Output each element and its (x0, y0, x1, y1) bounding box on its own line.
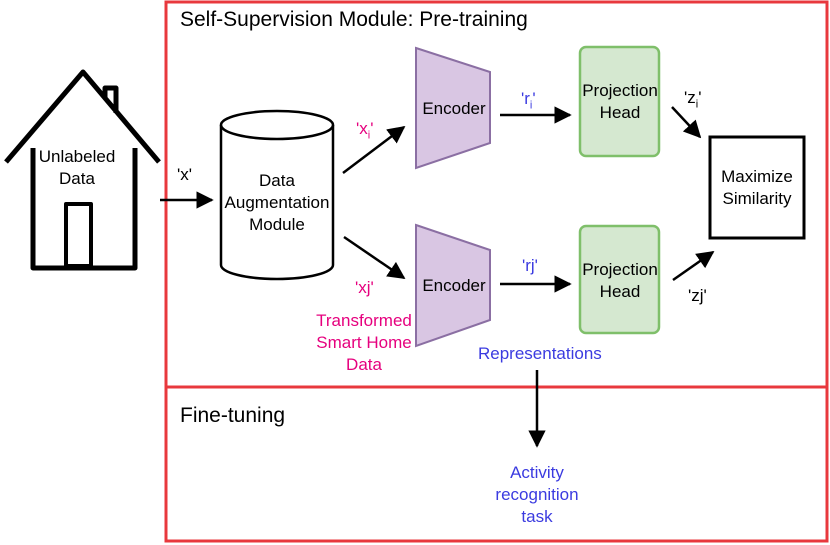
projection-head-bottom-line1: Projection (582, 260, 658, 279)
house-icon (4, 69, 161, 271)
representation-ri-end: ' (532, 89, 536, 108)
maximize-similarity-line1: Maximize (721, 167, 793, 186)
encoder-top-shape (415, 46, 491, 170)
encoder-bottom-shape (415, 223, 491, 348)
house-label-line2: Data (59, 169, 95, 188)
house-label: Unlabeled Data (39, 146, 116, 190)
view-xi-base: 'x (356, 119, 368, 138)
projection-head-bottom-box (578, 224, 661, 335)
projection-head-top-box (578, 45, 661, 158)
maximize-similarity-line2: Similarity (722, 189, 792, 208)
activity-task-line2: recognition (495, 485, 579, 504)
activity-task-line3: task (521, 507, 553, 526)
maximize-similarity-label: Maximize Similarity (721, 166, 793, 210)
transformed-line3: Data (346, 355, 382, 374)
projection-head-top-label: Projection Head (582, 80, 658, 124)
view-xi-label: 'xi' (356, 118, 373, 146)
output-zi-sub: i (695, 98, 699, 111)
maximize-similarity-box (708, 135, 806, 240)
view-xi-sub: i (367, 129, 371, 142)
transformed-line1: Transformed (316, 311, 412, 330)
representation-rj-label: 'rj' (522, 256, 538, 275)
augmentation-line3: Module (249, 215, 305, 234)
representations-caption: Representations (478, 344, 602, 363)
output-zi-end: ' (698, 88, 702, 107)
view-xj-label: 'xj' (355, 278, 374, 297)
projection-head-top-line2: Head (599, 103, 641, 122)
arrow-head-bottom-to-similarity (672, 250, 715, 282)
finetuning-frame (164, 385, 829, 543)
view-xi-end: ' (370, 119, 374, 138)
augmentation-line2: Augmentation (224, 193, 330, 212)
encoder-top-label: Encoder (422, 99, 486, 118)
arrow-head-top-to-similarity (671, 106, 702, 139)
activity-task-label: Activity recognition task (495, 462, 578, 528)
transformed-line2: Smart Home (316, 333, 412, 352)
augmentation-cylinder (219, 109, 335, 281)
encoder-bottom-label: Encoder (422, 276, 486, 295)
representation-ri-label: 'ri' (521, 88, 536, 116)
pretraining-title: Self-Supervision Module: Pre-training (180, 8, 528, 31)
projection-head-bottom-line2: Head (599, 282, 641, 301)
output-zi-base: 'z (684, 88, 696, 107)
transformed-data-label: Transformed Smart Home Data (316, 310, 412, 376)
input-x-label: 'x' (177, 165, 192, 184)
projection-head-top-line1: Projection (582, 81, 658, 100)
output-zi-label: 'zi' (684, 87, 701, 115)
finetuning-title: Fine-tuning (180, 404, 286, 427)
augmentation-label: Data Augmentation Module (225, 170, 330, 236)
projection-head-bottom-label: Projection Head (582, 259, 658, 303)
arrow-augmentation-to-encoder-bottom (343, 235, 406, 280)
output-zj-label: 'zj' (688, 286, 707, 305)
arrow-augmentation-to-encoder-top (342, 125, 406, 174)
augmentation-line1: Data (259, 171, 295, 190)
representation-ri-sub: i (529, 99, 533, 112)
activity-task-line1: Activity (510, 463, 564, 482)
house-label-line1: Unlabeled (38, 147, 116, 166)
representation-ri-base: 'r (521, 89, 530, 108)
